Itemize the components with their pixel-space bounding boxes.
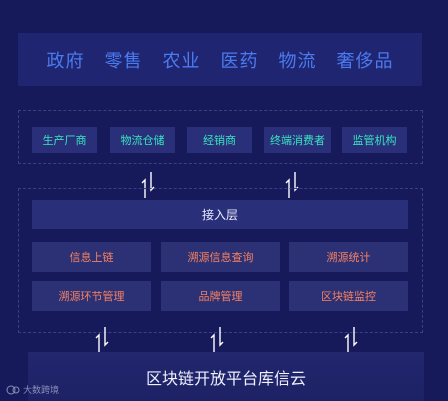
func-info-onchain: 信息上链 xyxy=(32,242,151,272)
func-brand-management: 品牌管理 xyxy=(161,281,280,311)
double-arrow-icon xyxy=(95,327,109,353)
platform-bar: 区块链开放平台库信云 xyxy=(28,352,424,401)
role-logistics: 物流仓储 xyxy=(110,127,175,153)
func-trace-stats: 溯源统计 xyxy=(289,242,408,272)
industry-medicine: 医药 xyxy=(220,50,259,72)
double-arrow-icon xyxy=(210,327,224,353)
watermark-text: 大数跨境 xyxy=(23,386,60,396)
industry-retail: 零售 xyxy=(104,50,143,72)
access-layer: 接入层 xyxy=(32,200,408,229)
industry-luxury: 奢侈品 xyxy=(336,50,394,72)
double-arrow-icon xyxy=(344,327,358,353)
industry-logistics: 物流 xyxy=(278,50,317,72)
func-trace-link-management: 溯源环节管理 xyxy=(32,281,151,311)
roles-container xyxy=(18,110,423,164)
role-producer: 生产厂商 xyxy=(32,127,97,153)
func-trace-query: 溯源信息查询 xyxy=(161,242,280,272)
watermark-logo-icon xyxy=(6,385,20,394)
func-blockchain-monitor: 区块链监控 xyxy=(289,281,408,311)
watermark: 大数跨境 xyxy=(6,383,59,396)
role-consumer: 终端消费者 xyxy=(264,127,331,153)
industry-bar: 政府 零售 农业 医药 物流 奢侈品 xyxy=(18,33,422,86)
role-distributor: 经销商 xyxy=(187,127,252,153)
industry-gov: 政府 xyxy=(46,50,85,72)
role-regulator: 监管机构 xyxy=(342,127,407,153)
industry-agriculture: 农业 xyxy=(162,50,201,72)
